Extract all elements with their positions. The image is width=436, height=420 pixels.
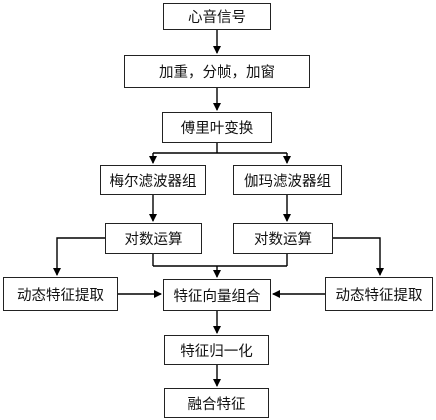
heart-sound-signal-box: 心音信号: [163, 3, 271, 30]
dynamic-feature-extraction-right-box: 动态特征提取: [325, 277, 433, 311]
fourier-transform-box: 傅里叶变换: [162, 112, 272, 143]
feature-vector-combination-box: 特征向量组合: [163, 279, 271, 311]
dynamic-feature-extraction-left-box: 动态特征提取: [3, 277, 118, 311]
fusion-feature-box: 融合特征: [164, 388, 269, 418]
preprocess-box: 加重，分帧，加窗: [124, 55, 310, 88]
gammatone-filter-bank-box: 伽玛滤波器组: [233, 165, 342, 195]
feature-normalization-box: 特征归一化: [164, 335, 269, 365]
log-operation-left-box: 对数运算: [105, 223, 202, 254]
log-operation-right-box: 对数运算: [233, 223, 333, 254]
arrow-log-left-to-dynamic-left: [53, 237, 105, 276]
arrow-log-right-to-dynamic-right: [333, 237, 384, 276]
mel-filter-bank-box: 梅尔滤波器组: [100, 165, 206, 195]
